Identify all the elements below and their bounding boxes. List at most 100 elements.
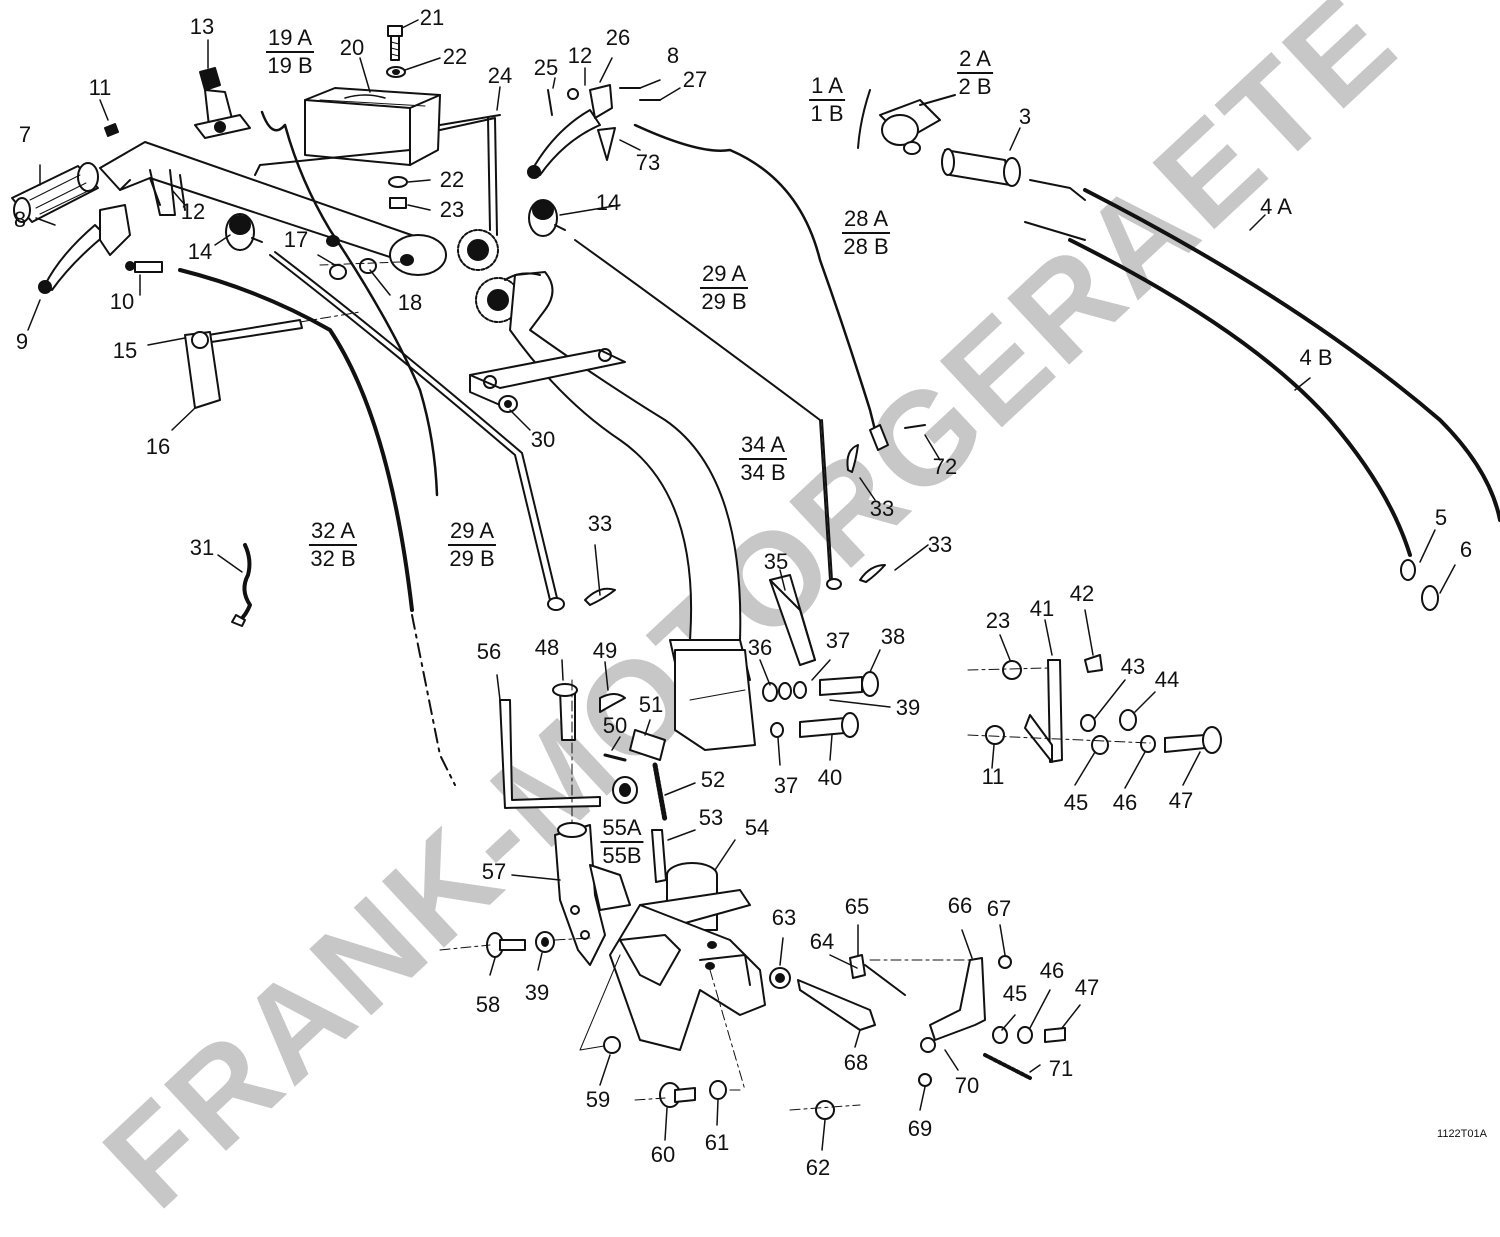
part-label: 30 xyxy=(530,427,556,452)
part-label: 4 B xyxy=(1299,345,1333,370)
part-label: 22 xyxy=(439,167,465,192)
fraction-top: 1 A xyxy=(809,74,845,101)
cable-19 xyxy=(260,110,439,497)
throttle-control xyxy=(194,67,251,139)
fraction-top: 34 A xyxy=(738,433,788,460)
handlebar-left xyxy=(99,141,447,276)
part-label: 50 xyxy=(602,713,628,738)
linkage-63-68 xyxy=(769,954,976,1031)
cable-28 xyxy=(633,123,877,432)
part-label: 18 xyxy=(397,290,423,315)
fraction-bottom: 28 B xyxy=(843,234,889,259)
part-label: 24 xyxy=(487,63,513,88)
part-label: 66 xyxy=(947,893,973,918)
spring-31 xyxy=(238,543,252,622)
part-label-fraction: 1 A 1 B xyxy=(809,74,845,126)
part-label: 71 xyxy=(1048,1056,1074,1081)
part-label-fraction: 34 A 34 B xyxy=(738,433,788,485)
part-label: 41 xyxy=(1029,596,1055,621)
fraction-bottom: 19 B xyxy=(267,53,313,78)
part-label: 10 xyxy=(109,289,135,314)
part-label: 8 xyxy=(666,43,680,68)
cable-32 xyxy=(178,268,414,612)
part-label: 62 xyxy=(805,1155,831,1180)
part-label: 42 xyxy=(1069,581,1095,606)
part-label: 14 xyxy=(595,190,621,215)
part-label: 61 xyxy=(704,1130,730,1155)
part-label: 11 xyxy=(88,75,112,100)
grip-right xyxy=(857,89,1021,187)
fraction-top: 28 A xyxy=(841,207,891,234)
part-label-fraction: 28 A 28 B xyxy=(841,207,891,259)
part-label: 57 xyxy=(481,859,507,884)
part-label: 52 xyxy=(700,767,726,792)
part-label: 15 xyxy=(112,338,138,363)
grip-left xyxy=(11,162,99,223)
part-label: 47 xyxy=(1074,975,1100,1000)
part-label: 25 xyxy=(533,55,559,80)
part-label: 5 xyxy=(1434,505,1448,530)
part-label: 43 xyxy=(1120,654,1146,679)
lever-41 xyxy=(967,654,1222,763)
part-label: 67 xyxy=(986,896,1012,921)
part-label: 13 xyxy=(189,14,215,39)
part-label: 39 xyxy=(524,980,550,1005)
part-label: 33 xyxy=(869,496,895,521)
part-label: 45 xyxy=(1063,790,1089,815)
part-label: 70 xyxy=(954,1073,980,1098)
part-label: 68 xyxy=(843,1050,869,1075)
bolt-58 xyxy=(439,931,591,958)
part-label-fraction: 2 A 2 B xyxy=(957,47,993,99)
part-label: 46 xyxy=(1039,958,1065,983)
part-label: 47 xyxy=(1168,788,1194,813)
part-label: 54 xyxy=(744,815,770,840)
control-box xyxy=(254,87,501,176)
lever-left xyxy=(38,204,131,294)
part-label: 33 xyxy=(587,511,613,536)
part-label: 12 xyxy=(567,43,593,68)
knob-14 xyxy=(225,199,566,251)
part-label: 60 xyxy=(650,1142,676,1167)
part-label: 17 xyxy=(283,227,309,252)
fraction-bottom: 55B xyxy=(602,843,642,868)
part-label: 23 xyxy=(985,608,1011,633)
part-label: 58 xyxy=(475,992,501,1017)
linkage-48-56 xyxy=(499,679,668,883)
part-label: 46 xyxy=(1112,790,1138,815)
part-label: 39 xyxy=(895,695,921,720)
fasteners-59-62 xyxy=(603,1036,861,1120)
diagram-drawing xyxy=(11,19,1500,1151)
fraction-bottom: 34 B xyxy=(740,460,786,485)
part-label: 4 A xyxy=(1260,194,1292,219)
part-label: 20 xyxy=(339,35,365,60)
part-label-fraction: 32 A 32 B xyxy=(308,519,358,571)
part-label: 9 xyxy=(15,329,29,354)
base-54 xyxy=(579,862,766,1091)
part-label: 23 xyxy=(439,197,465,222)
part-label: 64 xyxy=(809,929,835,954)
part-label: 21 xyxy=(419,5,445,30)
part-label: 11 xyxy=(981,764,1005,789)
part-label: 65 xyxy=(844,894,870,919)
fraction-bottom: 2 B xyxy=(958,74,992,99)
gear-wheels xyxy=(457,229,521,323)
part-label-fraction: 29 A 29 B xyxy=(699,262,749,314)
part-label: 37 xyxy=(773,773,799,798)
nut-22-23 xyxy=(388,176,408,209)
lever-15-16 xyxy=(184,311,361,409)
part-label: 59 xyxy=(585,1087,611,1112)
lever-right xyxy=(527,84,661,179)
fraction-bottom: 29 B xyxy=(449,546,495,571)
leader-lines xyxy=(27,19,1456,1151)
plate-30 xyxy=(469,348,626,413)
washers-17-18 xyxy=(319,235,401,280)
lever-66 xyxy=(918,955,1066,1087)
part-label: 37 xyxy=(825,628,851,653)
part-label: 63 xyxy=(771,905,797,930)
part-label: 3 xyxy=(1018,104,1032,129)
part-label: 49 xyxy=(592,638,618,663)
cable-end-10 xyxy=(125,261,163,273)
fraction-top: 32 A xyxy=(308,519,358,546)
fraction-top: 29 A xyxy=(699,262,749,289)
part-label: 31 xyxy=(189,535,215,560)
